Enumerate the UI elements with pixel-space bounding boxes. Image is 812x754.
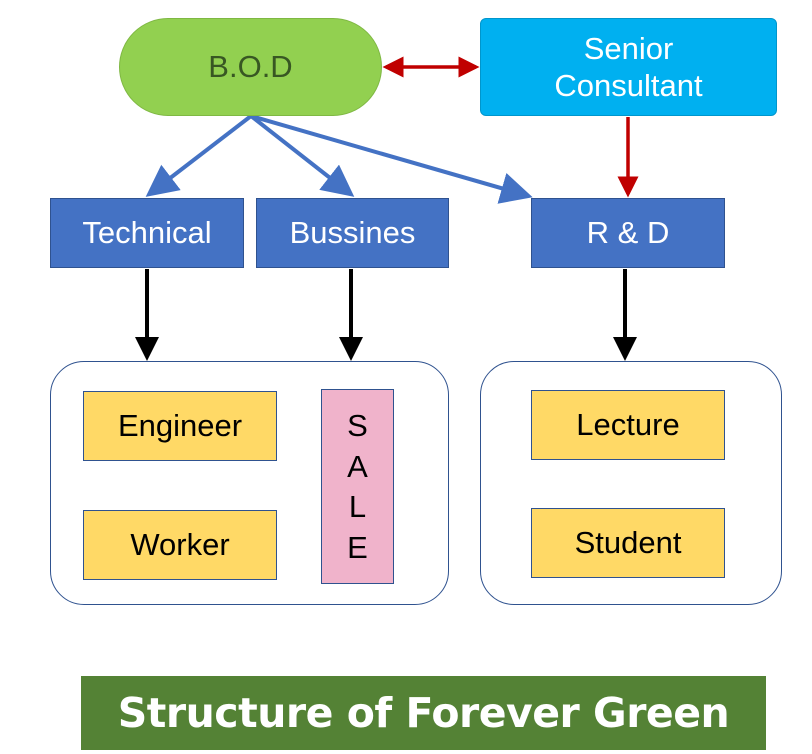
sale-node: S A L E: [321, 389, 394, 584]
business-label: Bussines: [289, 215, 416, 250]
diagram-title: Structure of Forever Green: [117, 689, 730, 737]
student-label: Student: [574, 525, 682, 560]
rnd-node: R & D: [531, 198, 725, 268]
engineer-label: Engineer: [117, 408, 243, 443]
senior-consultant-node: Senior Consultant: [480, 18, 777, 116]
arrow-bod-business: [249, 114, 355, 197]
bod-node: B.O.D: [119, 18, 382, 116]
sale-letter: S: [347, 407, 368, 443]
title-banner: Structure of Forever Green: [81, 676, 766, 750]
technical-node: Technical: [50, 198, 244, 268]
sale-letter: A: [347, 448, 368, 484]
business-node: Bussines: [256, 198, 449, 268]
bod-label: B.O.D: [208, 49, 293, 84]
sale-letter: E: [347, 530, 368, 566]
student-node: Student: [531, 508, 725, 578]
technical-label: Technical: [82, 215, 212, 250]
consultant-label-line1: Senior: [583, 30, 674, 66]
engineer-node: Engineer: [83, 391, 277, 461]
worker-label: Worker: [130, 527, 230, 562]
arrow-bod-technical: [145, 114, 253, 197]
arrow-bod-rnd: [250, 114, 533, 204]
worker-node: Worker: [83, 510, 277, 580]
sale-letter: L: [348, 489, 367, 525]
consultant-label-line2: Consultant: [554, 68, 703, 103]
lecture-label: Lecture: [576, 407, 680, 442]
rnd-label: R & D: [586, 215, 670, 250]
lecture-node: Lecture: [531, 390, 725, 460]
